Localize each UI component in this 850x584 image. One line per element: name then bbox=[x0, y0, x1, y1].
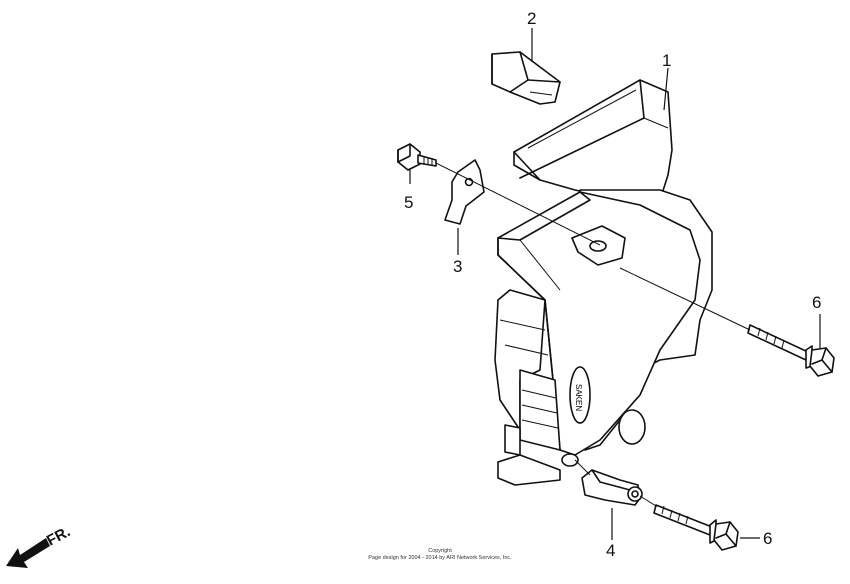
copyright-text: Page design for 2004 - 2014 by ARI Netwo… bbox=[368, 555, 512, 561]
callout-3: 3 bbox=[453, 257, 462, 276]
bolt-part-5 bbox=[397, 143, 437, 171]
bolt-part-6-upper bbox=[747, 324, 835, 377]
callout-6-upper: 6 bbox=[812, 293, 821, 312]
cover-part-1: SAKEN bbox=[494, 79, 713, 486]
callout-6-lower: 6 bbox=[763, 529, 772, 548]
callout-4: 4 bbox=[606, 541, 615, 560]
clip-part-2 bbox=[491, 51, 561, 105]
front-direction-indicator: FR. bbox=[6, 523, 73, 568]
callout-1: 1 bbox=[662, 51, 671, 70]
callout-2: 2 bbox=[527, 9, 536, 28]
copyright-title: Copyright bbox=[428, 548, 452, 554]
bolt-part-6-lower bbox=[653, 504, 739, 551]
clamp-part-4 bbox=[581, 469, 643, 506]
callout-5: 5 bbox=[404, 193, 413, 212]
copyright-notice: Copyright Page design for 2004 - 2014 by… bbox=[300, 548, 580, 562]
leader-lines bbox=[409, 28, 821, 540]
bracket-part-3 bbox=[444, 159, 485, 225]
svg-text:SAKEN: SAKEN bbox=[574, 384, 583, 411]
front-arrow-icon bbox=[6, 538, 50, 568]
